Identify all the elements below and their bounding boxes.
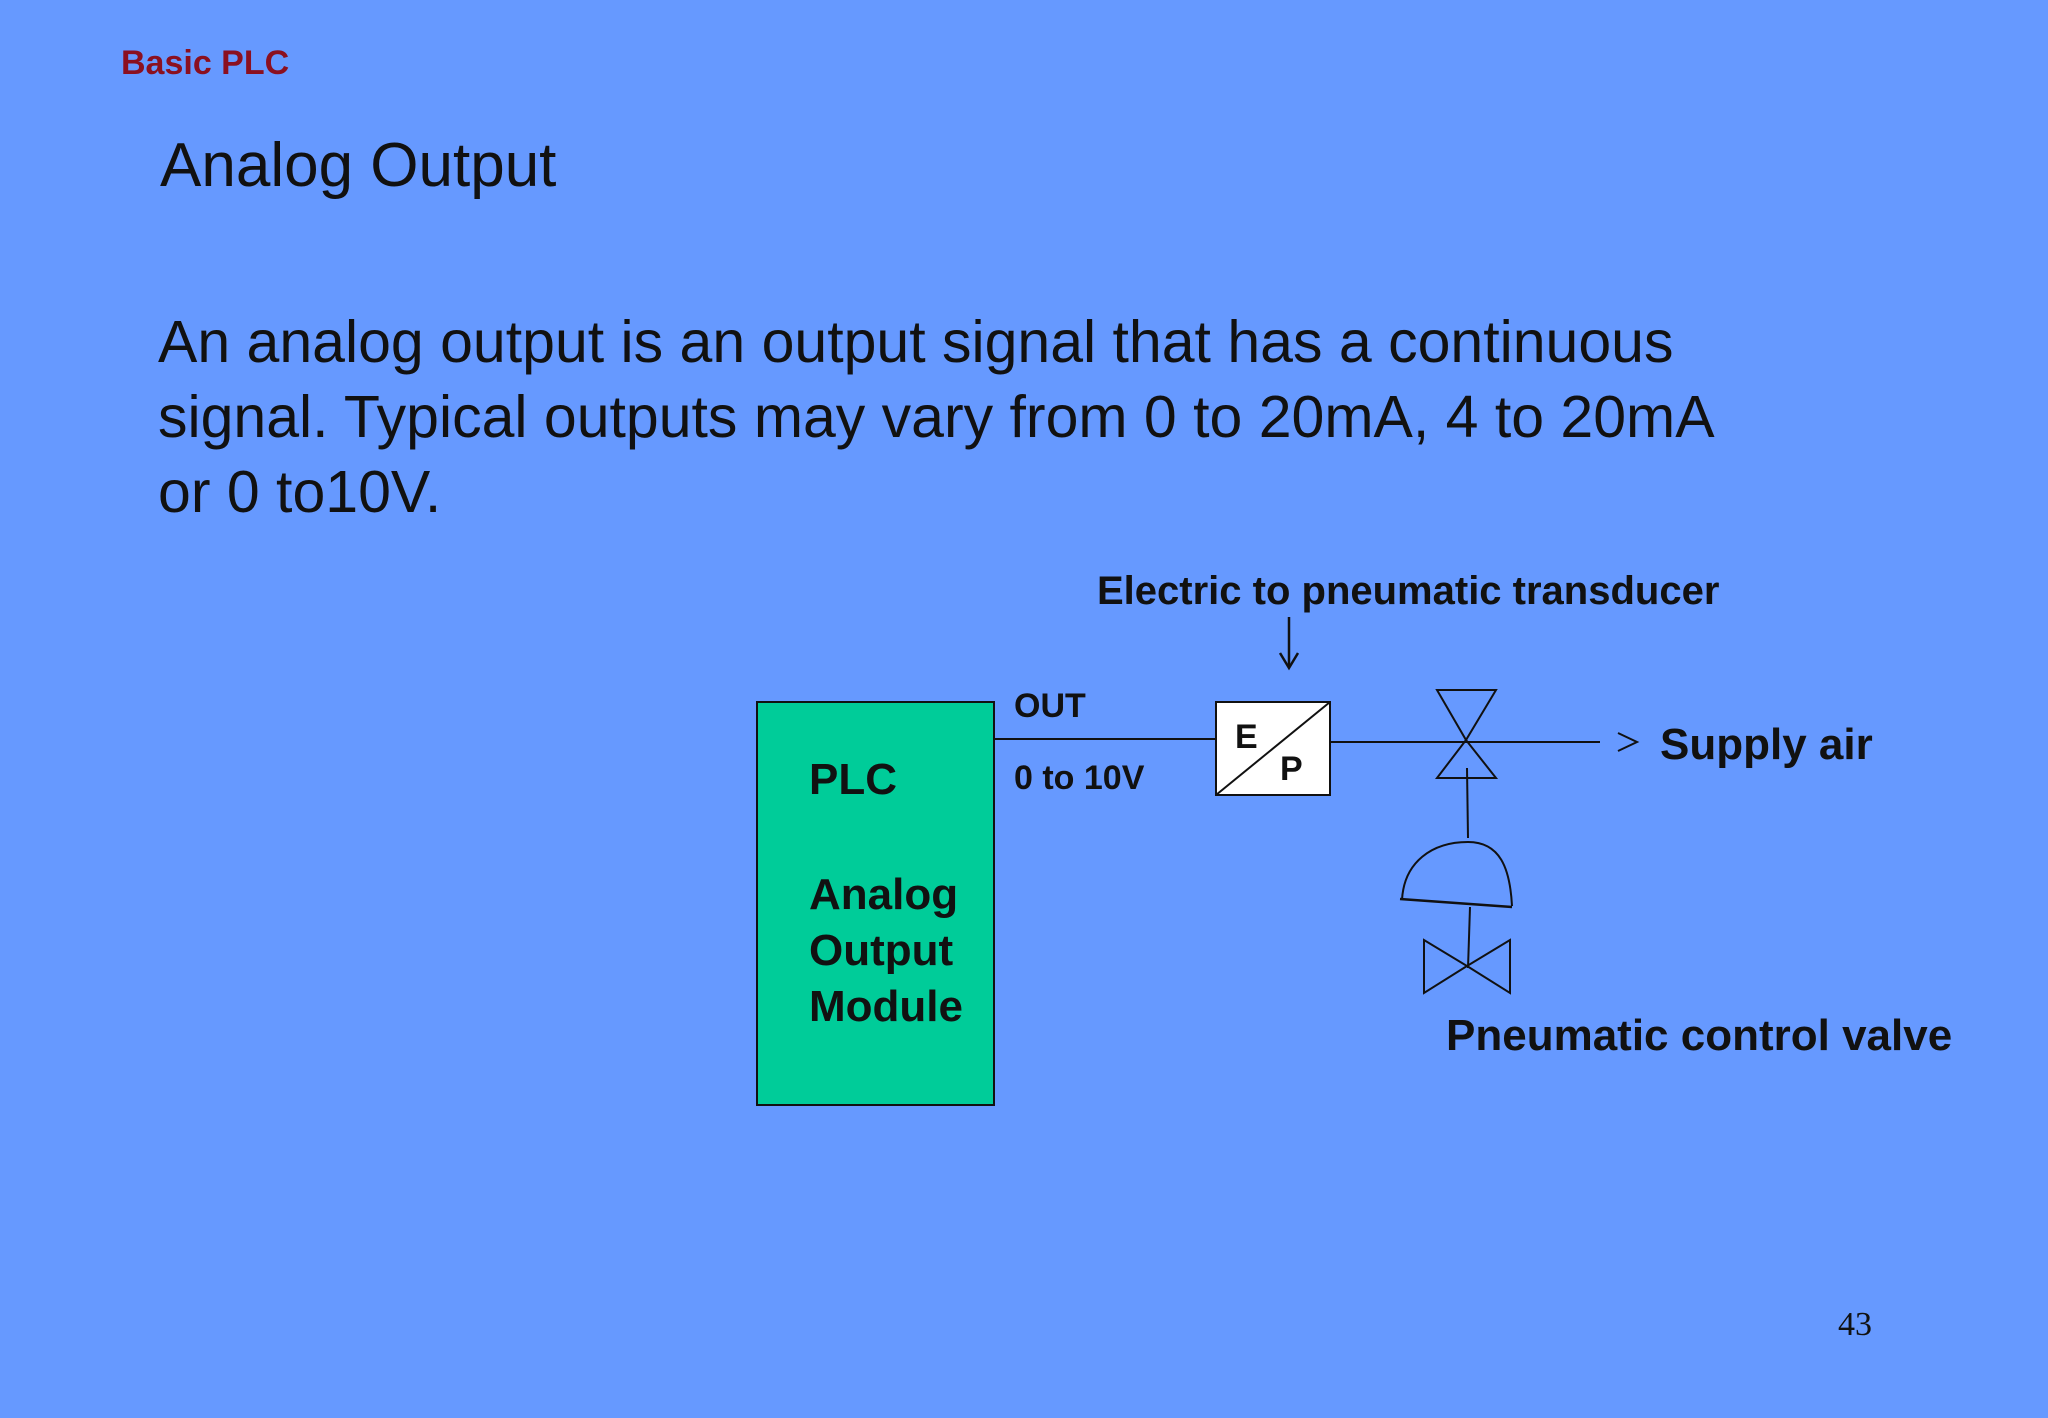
- top-valve-icon: [1434, 689, 1499, 779]
- out-label: OUT: [1014, 687, 1086, 725]
- header-tag: Basic PLC: [121, 44, 290, 82]
- pneumatic-actuator-icon: [1399, 840, 1513, 909]
- transducer-label: Electric to pneumatic transducer: [1097, 569, 1719, 613]
- body-line: An analog output is an output signal tha…: [158, 309, 1674, 375]
- ep-transducer: [1215, 701, 1331, 796]
- actuator-stem: [1467, 906, 1471, 969]
- slide-body: An analog output is an output signal tha…: [158, 305, 1958, 530]
- slide-title: Analog Output: [160, 131, 557, 200]
- valve-stem: [1466, 767, 1469, 839]
- body-line: signal. Typical outputs may vary from 0 …: [158, 384, 1715, 450]
- plc-module-title: PLC: [809, 755, 897, 804]
- signal-range-label: 0 to 10V: [1014, 759, 1145, 797]
- plc-module-line: Module: [809, 982, 963, 1031]
- plc-module-line: Output: [809, 926, 954, 975]
- valve-label: Pneumatic control valve: [1446, 1011, 1952, 1060]
- transducer-pointer-arrow: [1278, 617, 1300, 671]
- supply-air-arrow: [1617, 732, 1640, 752]
- plc-module-box: [756, 701, 995, 1106]
- transducer-letter-e: E: [1235, 718, 1258, 756]
- control-valve-body-icon: [1423, 938, 1511, 995]
- supply-air-label: Supply air: [1660, 720, 1873, 769]
- body-line: or 0 to10V.: [158, 459, 442, 525]
- page-number: 43: [1838, 1306, 1872, 1343]
- transducer-letter-p: P: [1280, 750, 1303, 788]
- plc-module-line: Analog: [809, 870, 958, 919]
